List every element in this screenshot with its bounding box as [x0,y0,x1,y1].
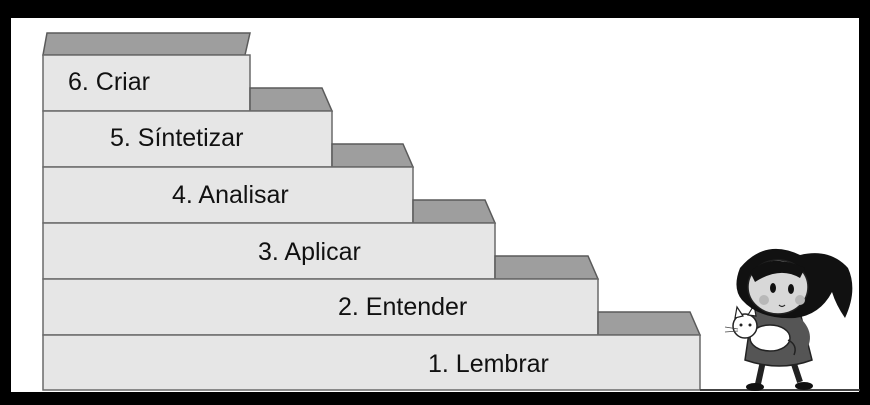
step-4 [42,166,414,224]
step-top-6 [42,32,251,56]
step-top-3 [412,199,497,224]
step-label-2: 2. Entender [338,293,467,321]
step-top-4 [331,143,415,168]
girl-with-cat-illustration [724,248,853,391]
step-label-4: 4. Analisar [172,181,289,209]
step-label-3: 3. Aplicar [258,238,361,266]
step-1 [42,334,701,391]
step-label-1: 1. Lembrar [428,350,549,378]
step-5 [42,110,333,168]
step-2 [42,278,599,336]
step-top-5 [249,87,334,112]
step-label-5: 5. Síntetizar [110,124,243,152]
cat-icon [724,303,796,356]
girl-head-icon [736,248,853,319]
step-top-2 [494,255,600,280]
step-label-6: 6. Criar [68,68,150,96]
step-top-1 [597,311,702,336]
step-6 [42,54,251,112]
